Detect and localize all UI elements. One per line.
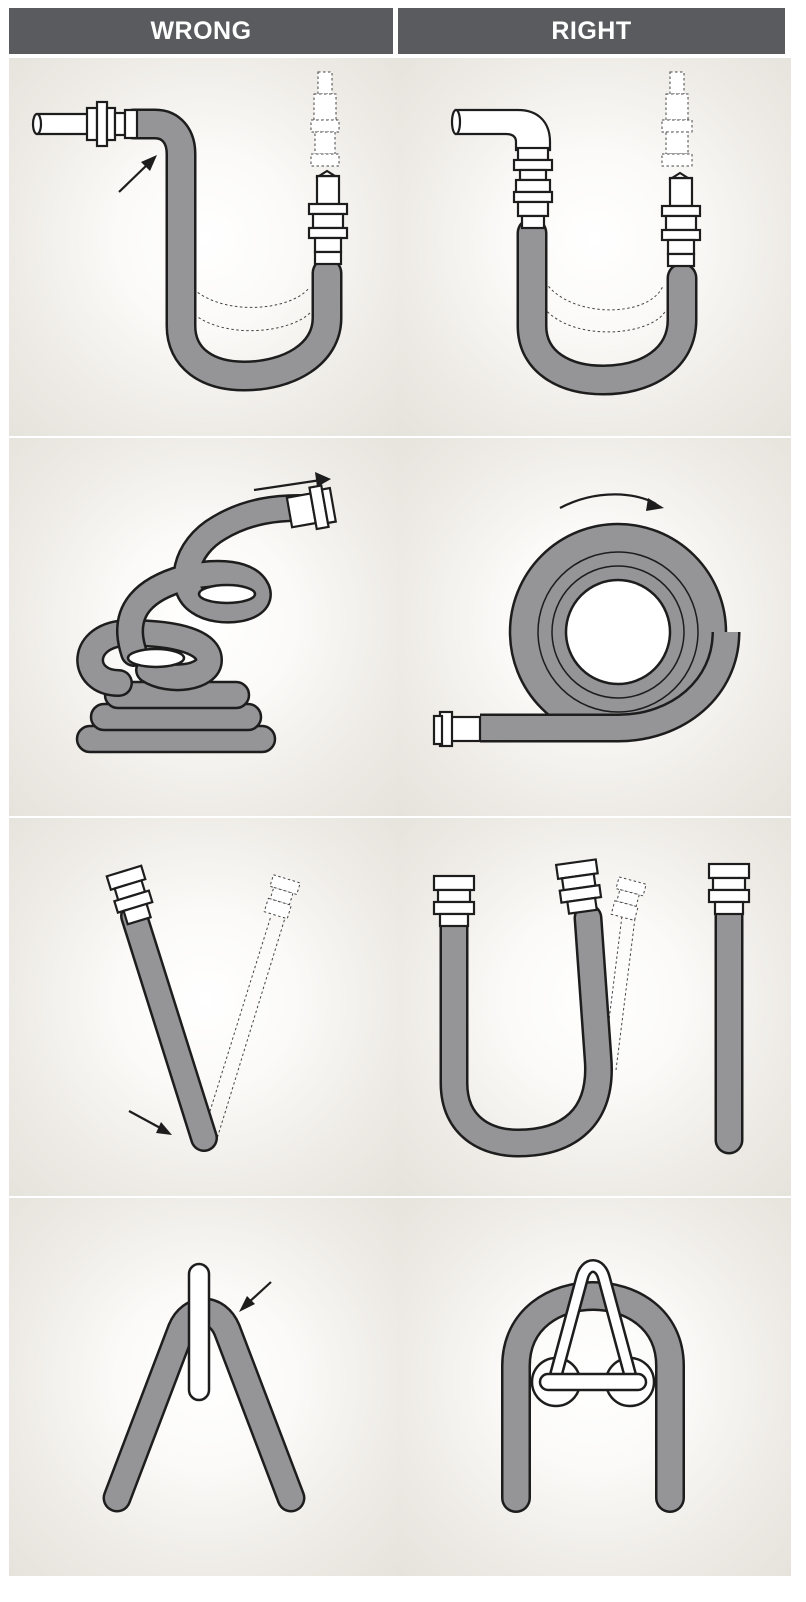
panel-wrong-narrow-hanger (9, 1198, 402, 1576)
diagram-right-elbow-fitting (398, 58, 791, 436)
panel-right-gentle-bend (398, 818, 791, 1196)
right-header-label: RIGHT (551, 17, 631, 46)
panel-wrong-tangled-coil (9, 438, 402, 816)
wrong-header-label: WRONG (150, 17, 251, 46)
diagram-wrong-sharp-fold (9, 818, 402, 1196)
diagram-right-saddle-hanger (398, 1198, 791, 1576)
diagram-wrong-narrow-hanger (9, 1198, 402, 1576)
panel-right-neat-coil (398, 438, 791, 816)
right-column-header: RIGHT (398, 8, 785, 54)
panel-right-saddle-hanger (398, 1198, 791, 1576)
diagram-right-gentle-bend (398, 818, 791, 1196)
panel-right-elbow-fitting (398, 58, 791, 436)
panel-wrong-sharp-fold (9, 818, 402, 1196)
wrong-column-header: WRONG (9, 8, 393, 54)
diagram-wrong-bend-at-fitting (9, 58, 402, 436)
diagram-right-neat-coil (398, 438, 791, 816)
panel-wrong-bend-at-fitting (9, 58, 402, 436)
diagram-wrong-tangled-coil (9, 438, 402, 816)
